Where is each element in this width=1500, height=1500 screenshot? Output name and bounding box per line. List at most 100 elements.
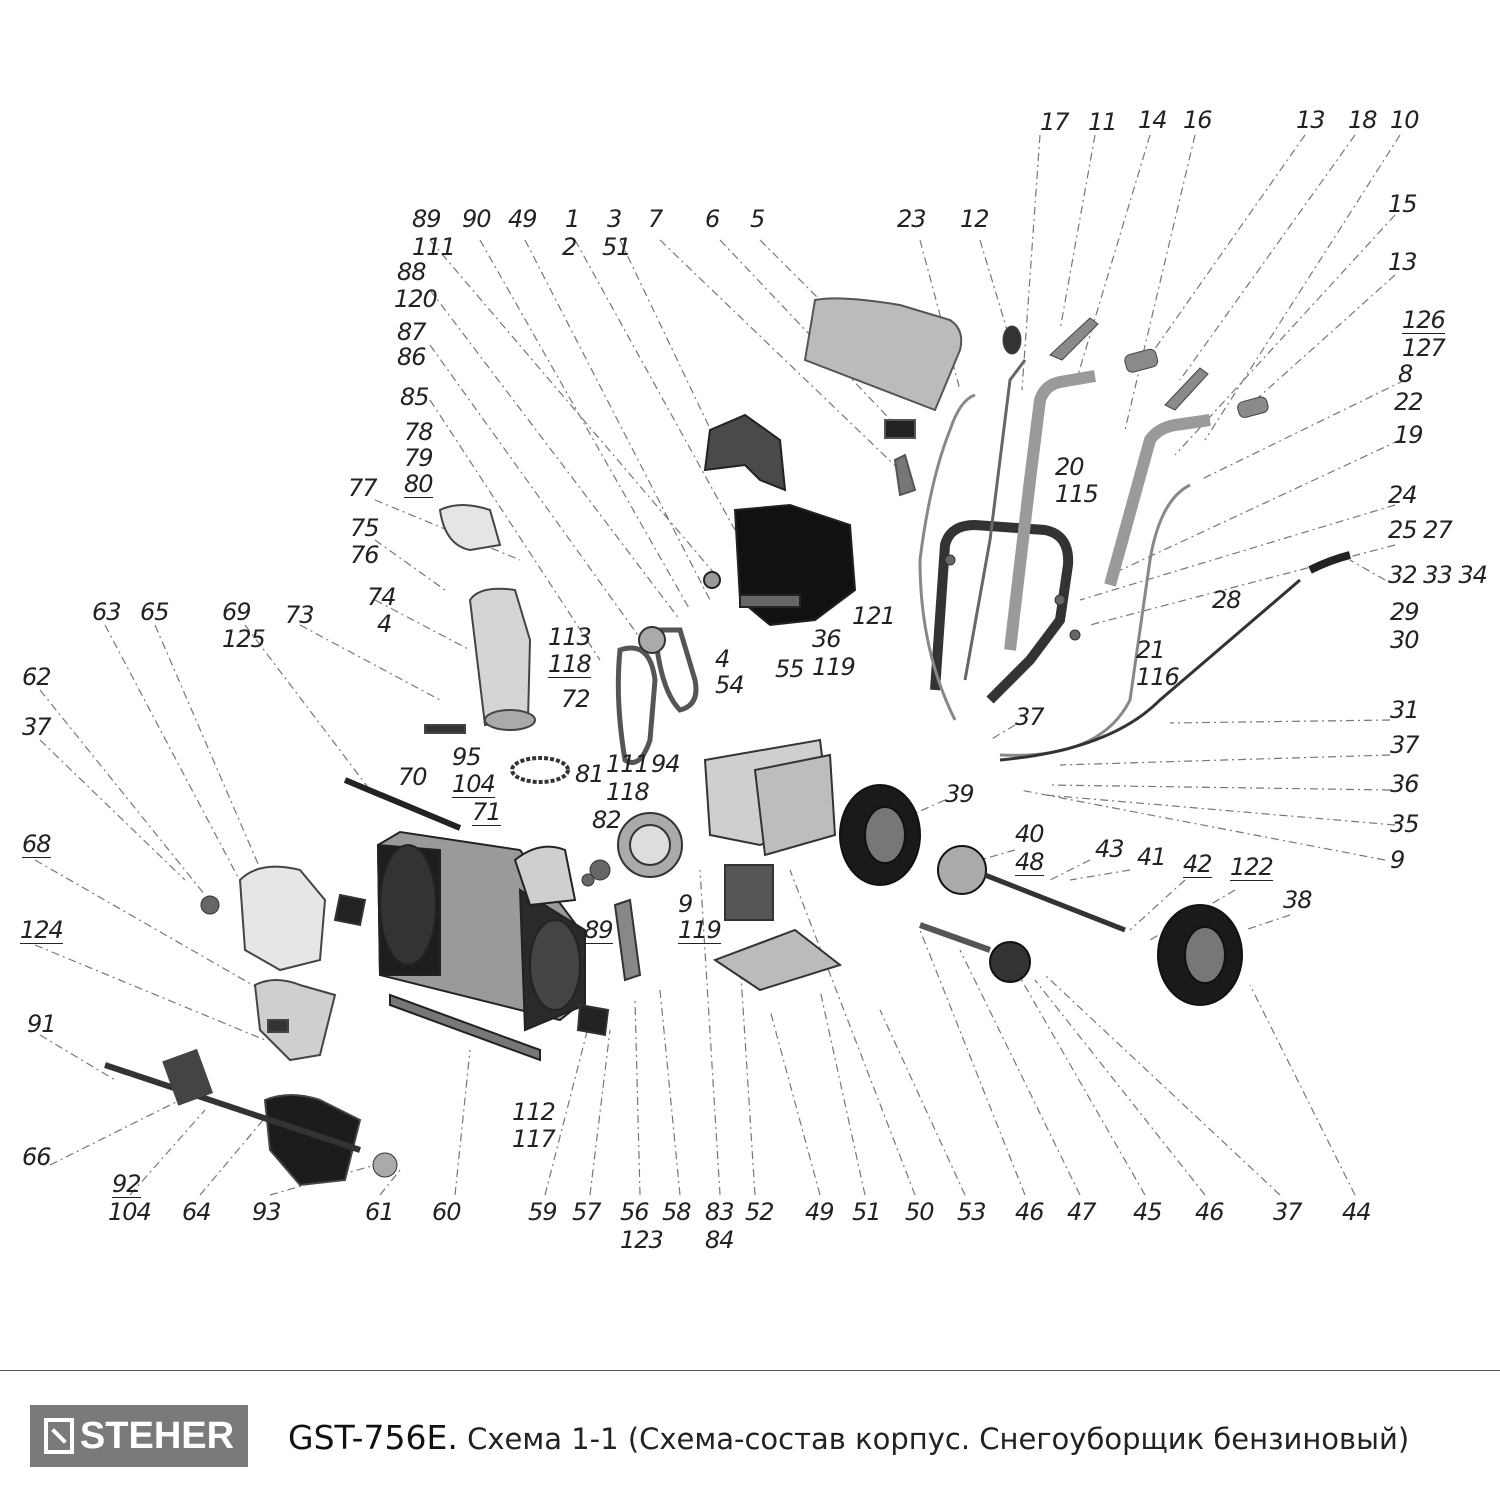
part-label-21: 21	[1136, 636, 1166, 664]
part-label-75: 75	[350, 514, 380, 542]
pulley-icon	[638, 626, 666, 654]
part-label-46: 46	[1015, 1198, 1045, 1226]
part-label-30: 30	[1390, 626, 1420, 654]
part-label-126: 126	[1402, 306, 1446, 334]
part-label-24: 24	[1388, 481, 1418, 509]
part-label-72: 72	[561, 685, 591, 713]
brand-logo: STEHER	[30, 1405, 248, 1467]
part-label-1: 1	[565, 205, 580, 233]
part-label-46b: 46	[1195, 1198, 1225, 1226]
frame	[333, 738, 843, 1037]
part-label-12: 12	[960, 205, 990, 233]
part-label-116: 116	[1136, 663, 1180, 691]
part-label-86: 86	[397, 343, 427, 371]
part-label-82: 82	[592, 806, 622, 834]
engine-cover	[803, 297, 963, 497]
caption-text: Схема 1-1 (Схема-состав корпус. Снегоубо…	[467, 1422, 1410, 1456]
part-label-17: 17	[1040, 108, 1070, 136]
impeller-shaft	[343, 777, 462, 831]
brand-name: STEHER	[79, 1414, 235, 1457]
model-name: GST-756E.	[288, 1418, 458, 1457]
part-label-36: 36	[812, 625, 842, 653]
part-label-92: 92	[112, 1170, 142, 1198]
part-label-60: 60	[432, 1198, 462, 1226]
leader-lines	[34, 134, 1406, 1196]
part-label-104: 104	[452, 770, 496, 798]
part-label-32-34: 32 33 34	[1388, 561, 1488, 589]
part-label-124: 124	[20, 916, 64, 944]
part-label-6: 6	[705, 205, 720, 233]
part-label-89: 89	[412, 205, 442, 233]
part-label-5: 5	[750, 205, 765, 233]
auger-housing	[376, 830, 587, 1062]
part-label-37r: 37	[1390, 731, 1420, 759]
part-label-71: 71	[472, 798, 502, 826]
part-label-13: 13	[1296, 106, 1326, 134]
engine	[703, 413, 857, 627]
part-label-119b: 119	[678, 916, 722, 944]
part-label-31: 31	[1390, 696, 1420, 724]
part-label-56: 56	[620, 1198, 650, 1226]
part-label-37b: 37	[1273, 1198, 1303, 1226]
part-label-125: 125	[222, 625, 266, 653]
part-label-89m: 89	[584, 916, 614, 944]
part-label-94: 94	[651, 750, 681, 778]
part-label-18: 18	[1348, 106, 1378, 134]
part-label-54: 54	[715, 671, 745, 699]
part-label-95: 95	[452, 743, 482, 771]
part-label-13b: 13	[1388, 248, 1418, 276]
part-label-4b: 4	[715, 645, 730, 673]
part-label-120: 120	[394, 285, 438, 313]
part-label-41: 41	[1137, 843, 1167, 871]
part-label-53: 53	[957, 1198, 987, 1226]
part-label-29: 29	[1390, 598, 1420, 626]
part-label-9r: 9	[1390, 846, 1405, 874]
part-label-93: 93	[252, 1198, 282, 1226]
part-label-20: 20	[1055, 453, 1085, 481]
part-label-47: 47	[1067, 1198, 1097, 1226]
part-label-10: 10	[1390, 106, 1420, 134]
diagram-caption: GST-756E. Схема 1-1 (Схема-состав корпус…	[288, 1418, 1409, 1457]
part-label-63: 63	[92, 598, 122, 626]
part-label-38: 38	[1283, 886, 1313, 914]
part-label-52: 52	[745, 1198, 775, 1226]
part-label-127: 127	[1402, 334, 1446, 362]
footer-divider	[0, 1370, 1500, 1371]
part-label-91: 91	[27, 1010, 57, 1038]
part-label-55: 55	[775, 655, 805, 683]
part-label-35: 35	[1390, 810, 1420, 838]
part-label-85: 85	[400, 383, 430, 411]
part-label-64: 64	[182, 1198, 212, 1226]
part-label-104b: 104	[108, 1198, 152, 1226]
part-label-51: 51	[602, 233, 632, 261]
part-label-81: 81	[575, 760, 605, 788]
part-label-111: 111	[412, 233, 456, 261]
part-label-112: 112	[512, 1098, 556, 1126]
part-label-80: 80	[404, 470, 434, 498]
belts	[615, 627, 699, 765]
part-label-7: 7	[648, 205, 663, 233]
part-label-45: 45	[1133, 1198, 1163, 1226]
part-label-76: 76	[350, 541, 380, 569]
part-label-90: 90	[462, 205, 492, 233]
part-label-14: 14	[1138, 106, 1168, 134]
part-label-79: 79	[404, 444, 434, 472]
part-label-74: 74	[367, 583, 397, 611]
part-label-44: 44	[1342, 1198, 1372, 1226]
part-label-84: 84	[705, 1226, 735, 1254]
part-label-37m: 37	[1015, 703, 1045, 731]
part-label-70: 70	[398, 763, 428, 791]
part-label-68: 68	[22, 830, 52, 858]
part-label-66: 66	[22, 1143, 52, 1171]
part-label-37l: 37	[22, 713, 52, 741]
part-label-42: 42	[1183, 850, 1213, 878]
part-label-78: 78	[404, 418, 434, 446]
part-label-59: 59	[528, 1198, 558, 1226]
part-label-87: 87	[397, 318, 427, 346]
part-label-58: 58	[662, 1198, 692, 1226]
part-label-119: 119	[812, 653, 856, 681]
part-label-122: 122	[1230, 853, 1274, 881]
part-label-123: 123	[620, 1226, 664, 1254]
part-label-36r: 36	[1390, 770, 1420, 798]
part-label-16: 16	[1183, 106, 1213, 134]
